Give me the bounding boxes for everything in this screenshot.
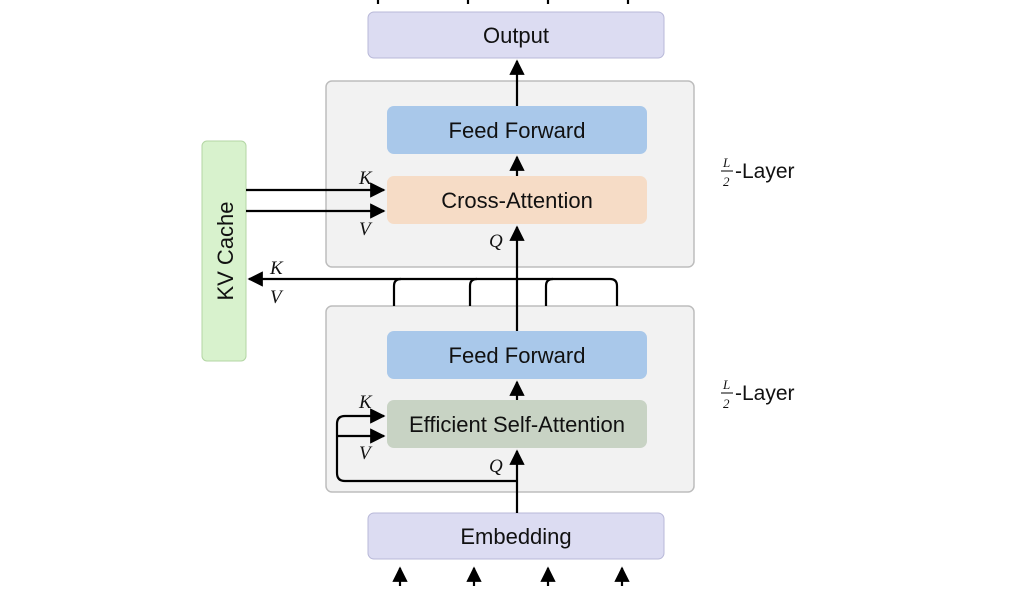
- upper-layer-count: L 2 -Layer: [721, 155, 795, 189]
- self-attention-label: Efficient Self-Attention: [409, 412, 625, 437]
- kv-cache-v-label: V: [270, 287, 284, 308]
- lower-layer-count: L 2 -Layer: [721, 377, 795, 411]
- kv-cache-k-label: K: [269, 258, 284, 279]
- lower-q-label: Q: [489, 456, 503, 477]
- lower-feed-forward-label: Feed Forward: [449, 343, 586, 368]
- self-attention-box: Efficient Self-Attention: [387, 400, 647, 448]
- connections: [246, 59, 630, 586]
- lower-layer-frac-num: L: [722, 377, 730, 392]
- lower-feed-forward-box: Feed Forward: [387, 331, 647, 379]
- upper-layer-suffix: -Layer: [735, 160, 795, 183]
- embedding-box: Embedding: [367, 512, 665, 560]
- upper-feed-forward-box: Feed Forward: [387, 106, 647, 154]
- upper-feed-forward-label: Feed Forward: [449, 118, 586, 143]
- upper-layer-frac-num: L: [722, 155, 730, 170]
- upper-v-label: V: [359, 219, 373, 240]
- lower-k-label: K: [358, 392, 373, 413]
- upper-layer-frac-den: 2: [723, 174, 730, 189]
- cross-attention-box: Cross-Attention: [387, 176, 647, 224]
- kv-cache-label: KV Cache: [213, 201, 238, 300]
- upper-k-label: K: [358, 168, 373, 189]
- cross-attention-label: Cross-Attention: [441, 188, 593, 213]
- kv-cache-box: KV Cache: [201, 140, 247, 362]
- lower-v-label: V: [359, 443, 373, 464]
- top-edge-marks: [376, 0, 630, 4]
- output-box: Output: [367, 11, 665, 59]
- lower-layer-suffix: -Layer: [735, 382, 795, 405]
- lower-layer-frac-den: 2: [723, 396, 730, 411]
- upper-q-label: Q: [489, 231, 503, 252]
- output-label: Output: [483, 23, 549, 48]
- embedding-label: Embedding: [460, 524, 571, 549]
